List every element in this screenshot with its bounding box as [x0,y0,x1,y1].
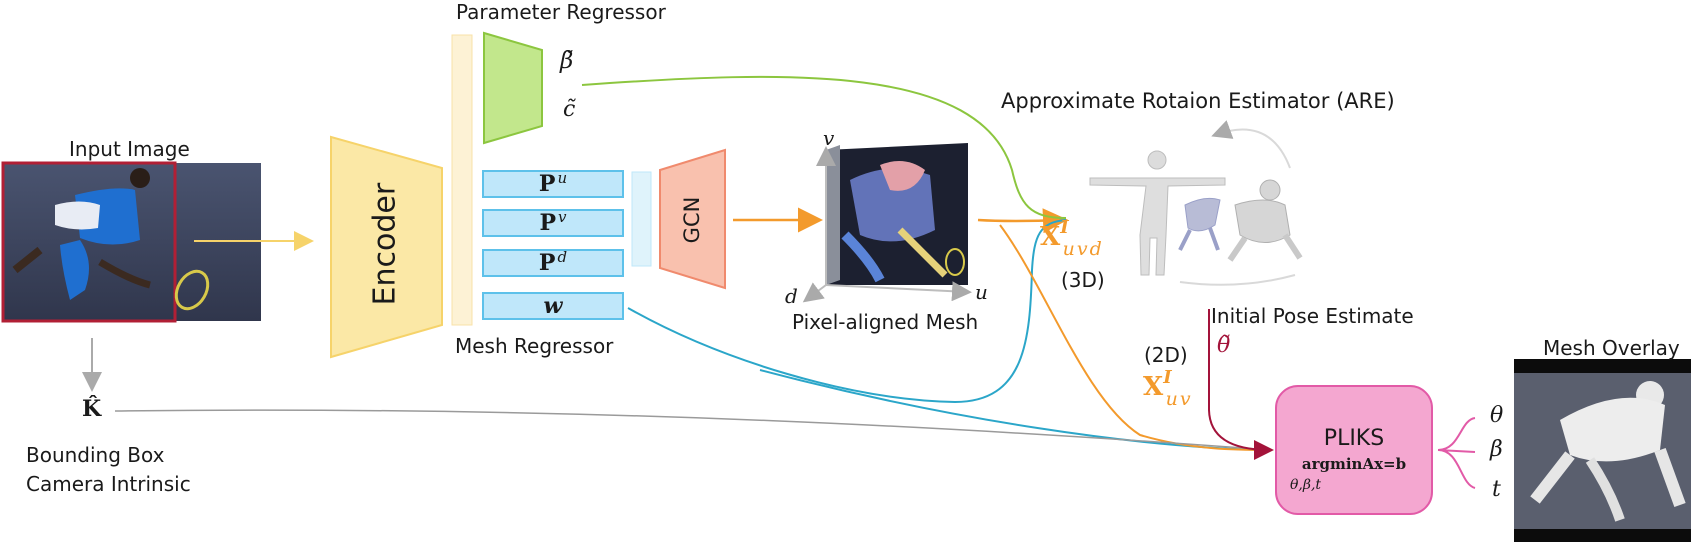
x-uv-symbol: XIuv [1143,367,1199,410]
x-uv-sup: I [1163,367,1172,388]
output-brace [1437,417,1476,489]
mesh-box-w: w [482,292,624,320]
beta-tilde-symbol: β̃ [560,48,574,74]
c-tilde-symbol: c̃ [563,97,576,122]
mesh-box-pv-sup: v [558,208,567,226]
bbox-label-line1: Bounding Box [26,443,165,467]
pliks-box [1275,385,1433,515]
gcn-label: GCN [680,196,704,244]
output-t: t [1492,477,1501,502]
x-uv-base: X [1143,372,1164,402]
axis-u-line [825,281,972,302]
k-hat-symbol: K̂ [82,396,102,422]
x-uvd-sup: I [1060,217,1069,238]
pixel-aligned-mesh-label: Pixel-aligned Mesh [792,310,979,334]
line-k-to-pliks [114,409,1271,451]
feature-bar [451,34,473,326]
label-2d: (2D) [1144,343,1188,367]
theta-tilde-symbol: θ̃ [1217,333,1231,358]
mesh-box-w-base: w [543,293,563,319]
mesh-box-pu-sup: u [557,169,568,187]
mesh-overlay-image [1514,359,1691,542]
mesh-box-pd-sup: d [557,248,568,266]
x-uvd-symbol: XIuvd [1040,217,1110,260]
parameter-regressor-label: Parameter Regressor [456,0,666,24]
parameter-regressor-block [483,31,543,145]
pixel-aligned-mesh-image [826,143,968,285]
pliks-subscript: θ,β,t [1290,477,1322,493]
mesh-overlay-label: Mesh Overlay [1543,336,1680,360]
arrow-mesh-to-xuvd [977,208,1068,234]
axis-u-label: u [975,280,988,304]
are-label: Approximate Rotaion Estimator (ARE) [1001,89,1395,113]
label-3d: (3D) [1061,268,1105,292]
gcn-block [659,148,726,290]
pliks-formula: argminAx=b [1301,455,1407,473]
input-image-label: Input Image [69,137,190,161]
output-theta: θ [1490,403,1504,428]
bbox-label-line2: Camera Intrinsic [26,472,191,496]
axis-d-label: d [785,284,798,308]
x-uvd-sub: uvd [1062,238,1104,260]
axis-v-label: v [823,126,835,150]
mesh-regressor-label: Mesh Regressor [455,334,614,358]
axis-d-line [802,282,827,303]
output-beta: β [1490,437,1503,462]
line-pose-to-pliks [1208,309,1274,460]
initial-pose-label: Initial Pose Estimate [1211,304,1414,328]
are-figures [1089,120,1303,286]
mesh-box-pd-base: P [538,250,556,276]
mesh-box-pu-base: P [538,171,556,197]
line-w-to-are [627,219,1067,404]
pliks-title: PLIKS [1323,426,1385,451]
x-uv-sub: uv [1165,388,1193,410]
x-uvd-base: X [1040,222,1061,252]
line-mesh-to-pliks [999,224,1271,451]
encoder-block [330,135,443,359]
line-beta-to-are [581,75,1067,219]
mesh-box-pv-base: P [539,210,557,236]
gcn-input-bar [631,171,652,267]
encoder-label: Encoder [367,182,403,306]
